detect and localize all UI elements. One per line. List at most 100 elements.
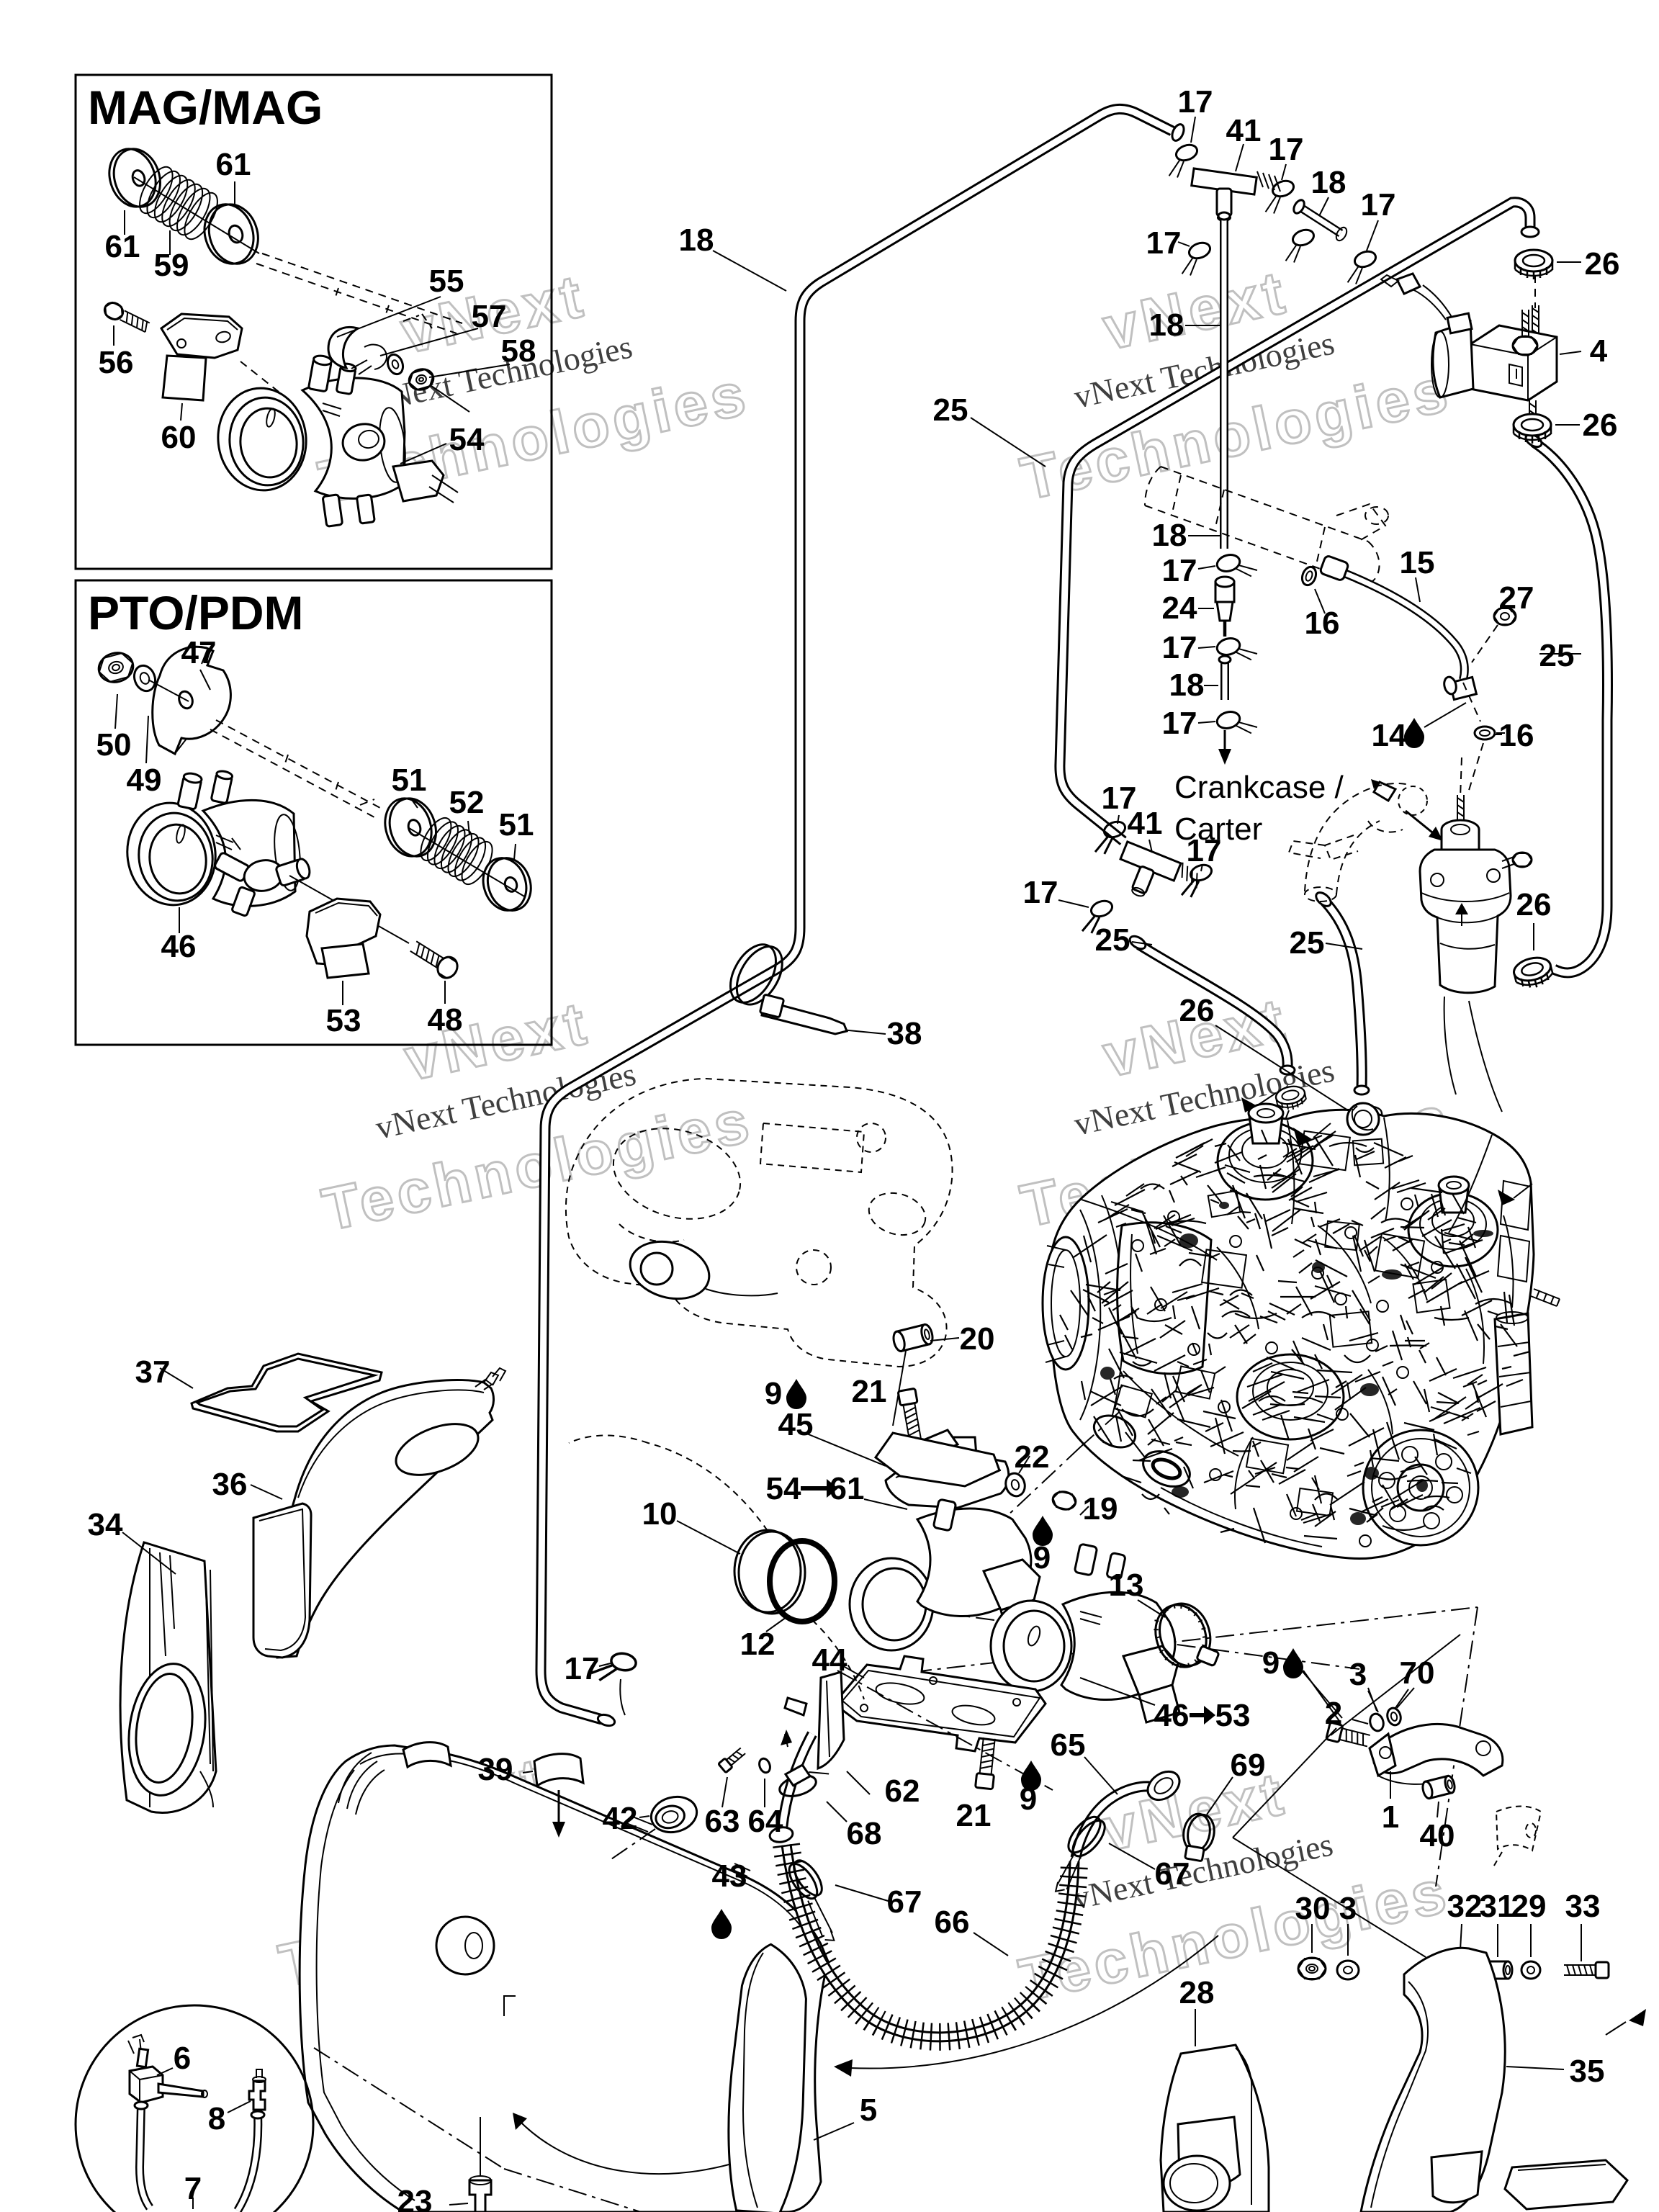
svg-text:41: 41 [1128, 806, 1163, 841]
svg-text:63: 63 [705, 1804, 740, 1839]
svg-text:27: 27 [1499, 580, 1534, 616]
svg-text:69: 69 [1231, 1748, 1266, 1783]
svg-text:53: 53 [1215, 1698, 1251, 1733]
svg-text:Carter: Carter [1174, 811, 1262, 847]
svg-text:55: 55 [429, 264, 464, 299]
svg-text:61: 61 [105, 229, 140, 264]
svg-text:12: 12 [740, 1627, 775, 1662]
svg-text:39: 39 [478, 1752, 513, 1787]
svg-text:54: 54 [766, 1471, 801, 1506]
svg-text:51: 51 [499, 807, 534, 842]
svg-text:25: 25 [1095, 922, 1130, 958]
svg-text:58: 58 [501, 333, 536, 369]
svg-text:52: 52 [449, 785, 485, 820]
svg-text:10: 10 [642, 1496, 678, 1532]
svg-text:19: 19 [1083, 1491, 1118, 1527]
svg-text:13: 13 [1109, 1568, 1144, 1603]
svg-text:64: 64 [748, 1804, 783, 1839]
svg-text:23: 23 [397, 2184, 433, 2212]
svg-text:61: 61 [216, 147, 251, 182]
svg-text:56: 56 [99, 345, 134, 380]
svg-text:48: 48 [428, 1002, 463, 1038]
svg-text:35: 35 [1570, 2054, 1605, 2089]
svg-text:17: 17 [1162, 630, 1197, 665]
svg-text:40: 40 [1420, 1818, 1455, 1853]
svg-text:25: 25 [1290, 925, 1325, 961]
svg-text:MAG/MAG: MAG/MAG [88, 81, 323, 134]
svg-text:17: 17 [1187, 833, 1222, 868]
svg-text:14: 14 [1372, 718, 1407, 753]
svg-text:5: 5 [860, 2092, 877, 2128]
svg-text:60: 60 [161, 420, 197, 455]
svg-text:54: 54 [449, 422, 485, 457]
svg-text:46: 46 [161, 929, 197, 964]
svg-text:67: 67 [1155, 1856, 1190, 1892]
svg-text:50: 50 [96, 727, 132, 763]
svg-text:17: 17 [1146, 225, 1182, 261]
svg-text:18: 18 [1311, 165, 1346, 200]
svg-text:70: 70 [1400, 1655, 1435, 1691]
svg-text:17: 17 [565, 1651, 600, 1686]
svg-text:62: 62 [885, 1773, 920, 1809]
svg-text:18: 18 [1169, 667, 1205, 703]
svg-text:1: 1 [1382, 1799, 1399, 1835]
svg-text:38: 38 [887, 1016, 922, 1051]
svg-text:59: 59 [154, 248, 189, 283]
svg-text:8: 8 [208, 2101, 225, 2136]
svg-text:21: 21 [956, 1798, 992, 1833]
svg-text:3: 3 [1349, 1657, 1367, 1692]
svg-text:9: 9 [1033, 1540, 1051, 1575]
svg-text:16: 16 [1499, 718, 1534, 753]
svg-text:17: 17 [1162, 553, 1197, 588]
svg-text:18: 18 [679, 222, 714, 258]
svg-text:44: 44 [812, 1642, 848, 1678]
svg-text:26: 26 [1179, 993, 1215, 1028]
svg-text:45: 45 [778, 1407, 814, 1442]
svg-text:26: 26 [1583, 408, 1618, 443]
svg-text:16: 16 [1305, 606, 1340, 641]
svg-text:33: 33 [1565, 1889, 1601, 1924]
svg-text:29: 29 [1511, 1889, 1547, 1924]
svg-text:67: 67 [887, 1884, 922, 1920]
svg-text:20: 20 [960, 1321, 995, 1357]
svg-text:53: 53 [326, 1003, 361, 1038]
svg-text:18: 18 [1152, 518, 1187, 553]
svg-text:51: 51 [392, 763, 427, 798]
svg-text:31: 31 [1480, 1889, 1515, 1924]
svg-text:42: 42 [603, 1801, 638, 1836]
svg-text:41: 41 [1226, 113, 1262, 148]
svg-text:17: 17 [1178, 84, 1213, 120]
svg-text:18: 18 [1149, 307, 1184, 343]
svg-text:17: 17 [1162, 706, 1197, 741]
svg-text:17: 17 [1023, 875, 1058, 910]
svg-text:22: 22 [1015, 1439, 1050, 1475]
svg-text:4: 4 [1590, 333, 1608, 369]
svg-text:46: 46 [1154, 1698, 1190, 1733]
svg-text:26: 26 [1585, 246, 1620, 282]
svg-text:PTO/PDM: PTO/PDM [88, 586, 303, 639]
svg-text:66: 66 [935, 1905, 970, 1940]
svg-text:37: 37 [135, 1354, 171, 1390]
svg-text:17: 17 [1269, 132, 1304, 167]
svg-text:9: 9 [1262, 1645, 1280, 1681]
svg-text:3: 3 [1339, 1891, 1357, 1926]
svg-text:9: 9 [1020, 1781, 1037, 1817]
svg-text:24: 24 [1162, 590, 1197, 626]
svg-text:34: 34 [88, 1507, 123, 1542]
svg-text:30: 30 [1295, 1891, 1331, 1926]
svg-text:9: 9 [765, 1376, 782, 1411]
svg-text:25: 25 [1539, 638, 1575, 673]
svg-text:47: 47 [181, 635, 217, 670]
svg-text:43: 43 [712, 1858, 747, 1894]
svg-text:21: 21 [852, 1374, 887, 1409]
svg-text:32: 32 [1447, 1889, 1483, 1924]
svg-text:65: 65 [1051, 1727, 1086, 1763]
svg-text:28: 28 [1179, 1975, 1215, 2010]
svg-text:17: 17 [1361, 187, 1396, 222]
svg-text:68: 68 [847, 1816, 882, 1851]
svg-text:6: 6 [174, 2041, 191, 2076]
svg-text:7: 7 [184, 2171, 202, 2206]
svg-text:49: 49 [127, 763, 162, 798]
svg-text:36: 36 [212, 1467, 248, 1502]
svg-text:25: 25 [933, 392, 968, 428]
